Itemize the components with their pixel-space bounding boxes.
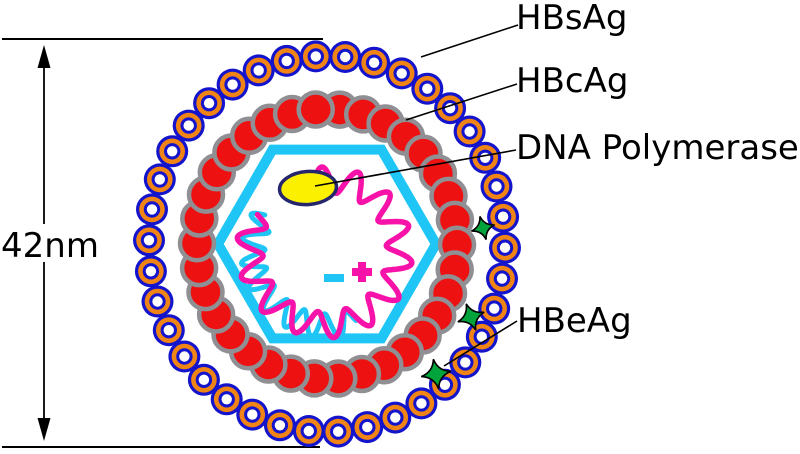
arrowhead-down-icon <box>37 418 51 441</box>
envelope-particle <box>453 115 486 148</box>
envelope-particle-hole <box>247 409 258 420</box>
leader-lines <box>314 24 519 367</box>
envelope-particle <box>405 387 438 420</box>
capsid-particle <box>296 90 335 129</box>
envelope-particle <box>489 231 521 264</box>
envelope-ring <box>133 40 521 448</box>
label-hbcag: HBcAg <box>516 61 628 101</box>
envelope-particle-hole <box>464 126 475 137</box>
envelope-particle <box>193 87 226 120</box>
envelope-particle <box>486 262 518 295</box>
envelope-particle <box>133 224 165 257</box>
hbeag-star <box>420 358 452 390</box>
envelope-particle-hole <box>154 174 165 185</box>
envelope-particle <box>270 44 303 77</box>
envelope-particle <box>411 72 444 105</box>
envelope-particle-hole <box>496 273 508 284</box>
diameter-measure <box>0 38 323 448</box>
minus-strand-symbol <box>324 274 344 282</box>
envelope-particle-hole <box>253 65 264 76</box>
envelope-particle <box>134 255 167 288</box>
envelope-particle-hole <box>460 357 471 368</box>
envelope-particle <box>156 135 189 168</box>
envelope-particle-hole <box>439 379 451 390</box>
envelope-particle <box>478 292 511 325</box>
envelope-particle <box>480 170 513 203</box>
envelope-particle-hole <box>152 296 163 307</box>
envelope-particle <box>172 109 205 142</box>
envelope-particle-hole <box>422 83 433 94</box>
envelope-particle <box>216 68 249 101</box>
envelope-particle-hole <box>145 266 157 277</box>
envelope-particle <box>379 401 412 434</box>
strand-polarity-symbols <box>324 262 372 282</box>
envelope-particle <box>236 398 269 431</box>
envelope-particle <box>469 141 502 174</box>
leader-line <box>420 24 519 58</box>
dna-polymerase-ellipse <box>277 169 339 207</box>
capsid-ring <box>177 90 477 398</box>
hbeag-star <box>471 216 495 240</box>
hbeag-stars <box>420 216 495 390</box>
arrowhead-up-icon <box>37 45 51 68</box>
envelope-particle-hole <box>146 204 158 215</box>
envelope-particle-hole <box>497 211 509 222</box>
leader-line <box>314 149 517 187</box>
envelope-particle-hole <box>221 394 232 405</box>
envelope-particle <box>136 193 168 226</box>
envelope-particle <box>210 383 243 416</box>
envelope-particle-hole <box>396 68 407 79</box>
envelope-particle <box>168 340 201 373</box>
hbeag-star <box>457 303 485 331</box>
envelope-particle <box>487 200 520 233</box>
envelope-particle-hole <box>167 146 178 157</box>
envelope-particle-hole <box>491 181 502 192</box>
envelope-particle-hole <box>476 331 487 342</box>
label-hbeag: HBeAg <box>517 301 632 341</box>
envelope-particle-hole <box>274 420 286 431</box>
envelope-particle-hole <box>179 351 190 362</box>
envelope-particle <box>292 415 325 447</box>
envelope-particle-hole <box>227 79 238 90</box>
capsid-hexagon <box>212 144 442 344</box>
envelope-particle <box>385 57 418 90</box>
labels: HBsAg HBcAg DNA Polymerase HBeAg 42nm <box>1 0 799 341</box>
envelope-particle-hole <box>416 398 427 409</box>
envelope-particle <box>263 409 296 442</box>
envelope-particle-hole <box>310 51 321 62</box>
envelope-particle <box>358 46 391 79</box>
envelope-particle-hole <box>281 55 292 67</box>
envelope-particle <box>141 285 174 318</box>
envelope-particle-hole <box>368 57 380 68</box>
label-diameter: 42nm <box>1 226 99 266</box>
envelope-particle <box>351 411 384 444</box>
envelope-particle-hole <box>333 426 344 437</box>
envelope-particle-hole <box>198 374 210 385</box>
envelope-particle-hole <box>340 51 351 63</box>
envelope-particle <box>299 40 332 73</box>
envelope-particle-hole <box>499 242 511 253</box>
envelope-particle-hole <box>163 325 174 336</box>
envelope-particle <box>152 314 185 347</box>
label-hbsag: HBsAg <box>516 0 627 38</box>
envelope-particle-hole <box>489 303 500 314</box>
envelope-particle-hole <box>203 98 215 109</box>
envelope-particle-hole <box>183 120 194 131</box>
envelope-particle <box>322 415 355 448</box>
envelope-particle-hole <box>143 235 155 246</box>
plus-strand-symbol <box>358 262 366 282</box>
envelope-particle <box>242 54 275 87</box>
envelope-particle <box>187 363 220 396</box>
label-dna-polymerase: DNA Polymerase <box>516 128 799 168</box>
dna-minus-strand <box>234 164 415 341</box>
envelope-particle-hole <box>362 421 373 433</box>
envelope-particle <box>143 163 176 196</box>
leader-line <box>443 320 518 367</box>
envelope-particle <box>329 41 362 73</box>
leader-line <box>405 83 518 121</box>
measure-label-backing <box>0 224 100 262</box>
envelope-particle-hole <box>390 412 401 423</box>
envelope-particle-hole <box>303 425 314 437</box>
